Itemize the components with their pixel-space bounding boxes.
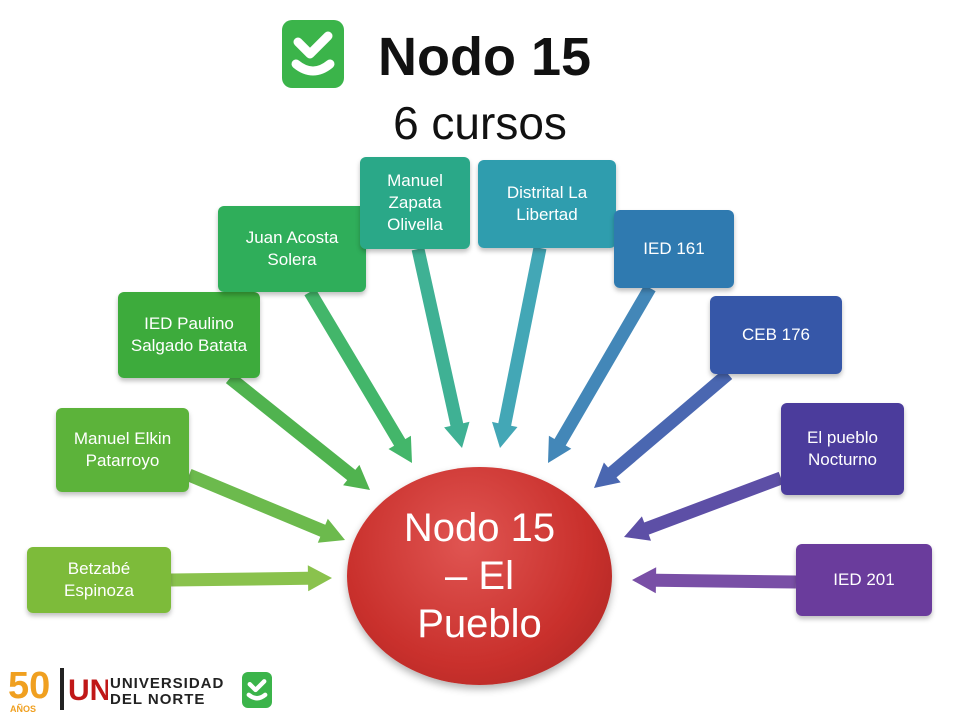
course-node: Manuel Elkin Patarroyo xyxy=(56,408,189,492)
connector-arrow xyxy=(411,247,470,448)
connector-arrow xyxy=(186,469,345,543)
un-mark: UN xyxy=(68,674,108,707)
university-line2: DEL NORTE xyxy=(110,691,206,708)
anniversary-logo: 50 AÑOS UN xyxy=(8,662,111,719)
brand-logo-icon xyxy=(282,20,344,88)
connector-arrow xyxy=(225,372,370,490)
course-node-label: Manuel Elkin Patarroyo xyxy=(73,429,172,470)
course-node-label: IED 201 xyxy=(833,570,895,589)
page-title: Nodo 15 xyxy=(378,27,592,87)
course-node: IED 161 xyxy=(614,210,734,288)
connector-arrow xyxy=(548,284,656,463)
course-node: Manuel Zapata Olivella xyxy=(360,157,470,249)
course-node-label: Juan Acosta Solera xyxy=(245,228,339,269)
connector-arrow xyxy=(594,369,733,488)
course-node: Betzabé Espinoza xyxy=(27,547,171,613)
anniversary-number: 50 xyxy=(8,665,50,707)
course-node: IED 201 xyxy=(796,544,932,616)
brand-logo-small-icon xyxy=(242,672,272,708)
course-node-label: Manuel Zapata Olivella xyxy=(387,171,443,234)
connector-arrow xyxy=(170,565,332,592)
connector-arrow xyxy=(492,246,547,448)
connector-arrow xyxy=(304,288,412,463)
course-node-label: Betzabé Espinoza xyxy=(64,559,134,600)
connector-arrow xyxy=(624,471,784,541)
course-node-label: IED 161 xyxy=(643,239,705,258)
connector-arrow xyxy=(632,567,797,594)
course-node-label: CEB 176 xyxy=(741,325,811,344)
course-node: Distrital La Libertad xyxy=(478,160,616,248)
page-subtitle: 6 cursos xyxy=(393,97,567,149)
course-node: El pueblo Nocturno xyxy=(781,403,904,495)
university-line1: UNIVERSIDAD xyxy=(110,675,225,692)
course-node: IED Paulino Salgado Batata xyxy=(118,292,260,378)
course-node-label: El pueblo Nocturno xyxy=(807,428,878,469)
course-node: Juan Acosta Solera xyxy=(218,206,366,292)
university-name: UNIVERSIDAD DEL NORTE xyxy=(110,676,224,708)
course-node: CEB 176 xyxy=(710,296,842,374)
course-node-label: Distrital La Libertad xyxy=(506,183,588,224)
center-node: Nodo 15 – El Pueblo xyxy=(347,467,612,685)
anniversary-sub: AÑOS xyxy=(10,704,36,714)
course-node-label: IED Paulino Salgado Batata xyxy=(130,314,248,355)
